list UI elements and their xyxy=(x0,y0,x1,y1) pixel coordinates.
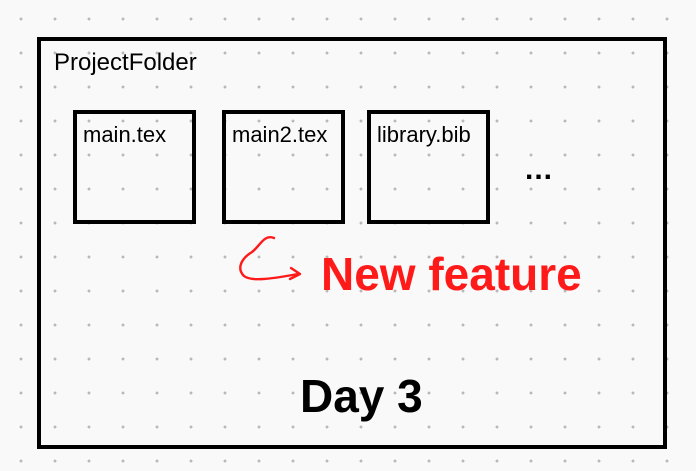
day-label: Day 3 xyxy=(300,370,423,422)
file-label: main.tex xyxy=(83,122,167,147)
curved-arrow-icon xyxy=(239,236,302,281)
folder-title: ProjectFolder xyxy=(54,49,197,76)
file-main2-tex[interactable]: main2.tex xyxy=(222,110,345,224)
file-label: main2.tex xyxy=(232,122,328,147)
project-folder: ProjectFolder main.tex main2.tex library… xyxy=(37,37,667,449)
more-files-ellipsis: ... xyxy=(525,153,554,186)
new-feature-annotation: New feature xyxy=(321,248,582,300)
file-library-bib[interactable]: library.bib xyxy=(367,110,490,224)
file-label: library.bib xyxy=(377,122,471,147)
file-main-tex[interactable]: main.tex xyxy=(73,110,196,224)
